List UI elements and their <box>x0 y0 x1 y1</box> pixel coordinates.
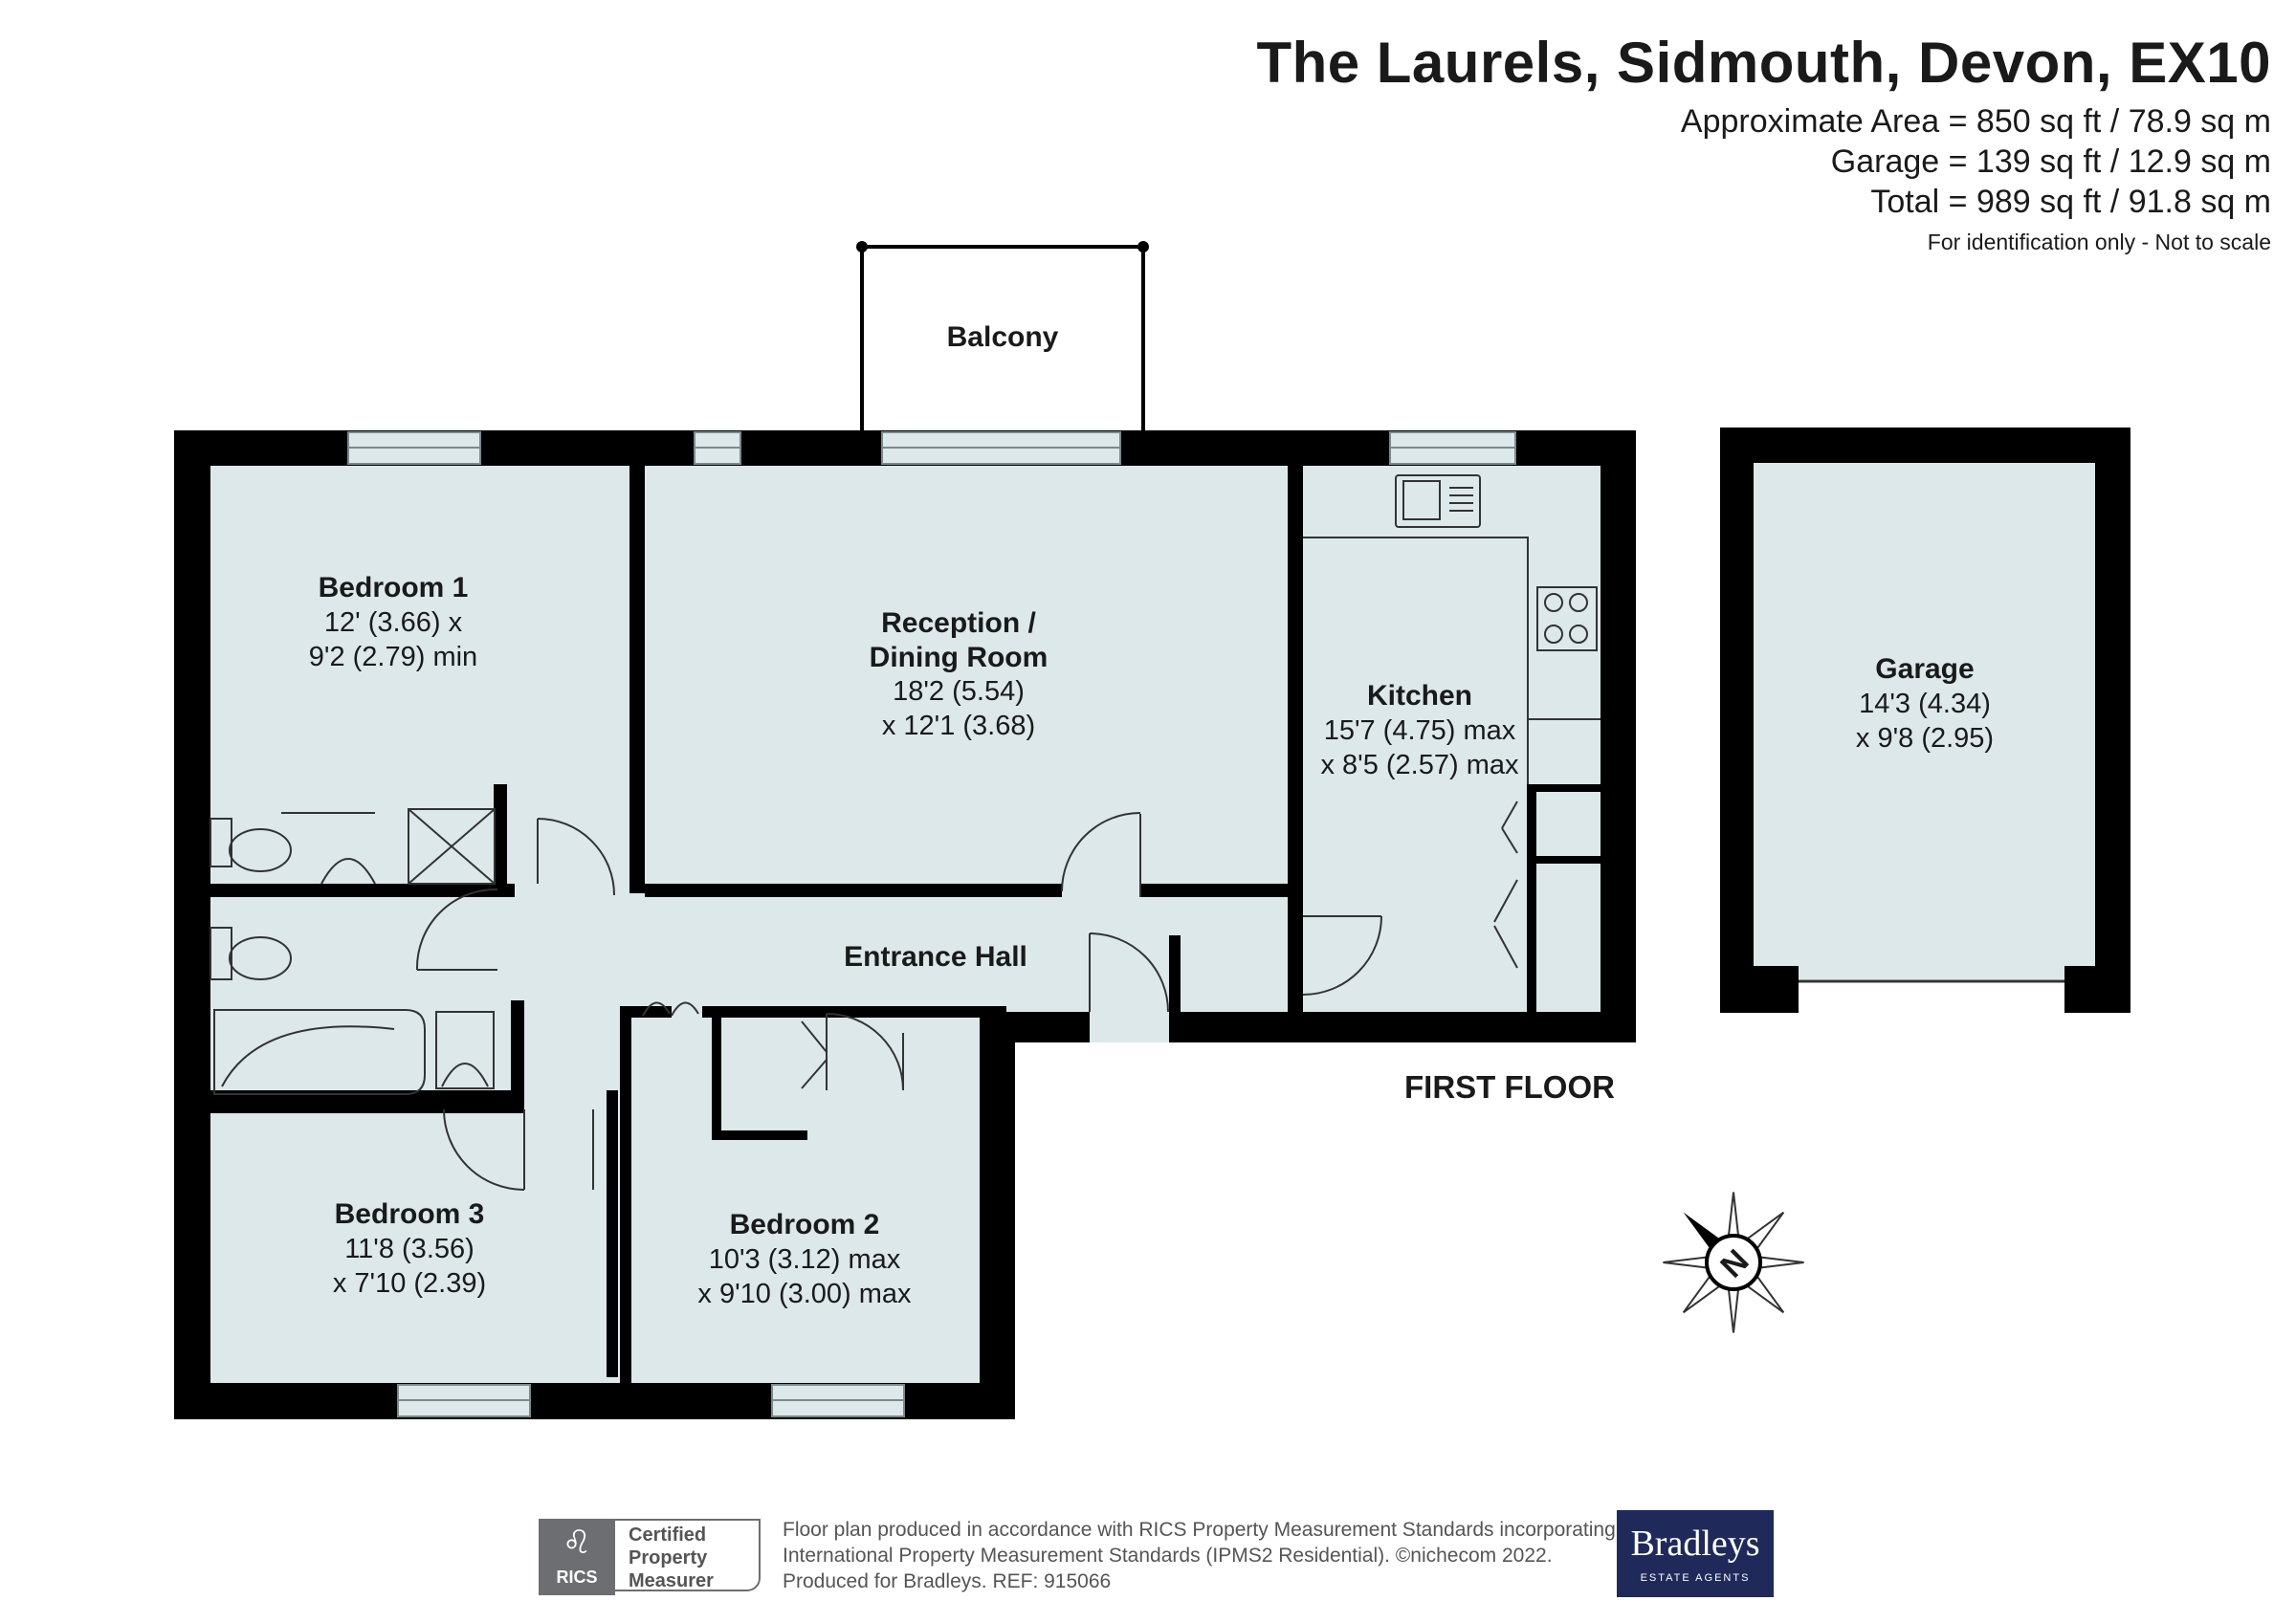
rics-badge: ♌ RICS Certified Property Measurer <box>539 1519 764 1595</box>
rics-cert-line1: Certified <box>629 1524 707 1546</box>
bedroom2-cupboard <box>712 1016 807 1140</box>
bedroom1-dim2: 9'2 (2.79) min <box>309 642 477 672</box>
bedroom3-dim2: x 7'10 (2.39) <box>333 1268 486 1299</box>
property-title: The Laurels, Sidmouth, Devon, EX10 <box>1256 31 2271 95</box>
kitchen-units <box>1303 474 1601 784</box>
interior-walls <box>210 466 1601 1389</box>
entrance-hall-label: Entrance Hall <box>844 941 1027 973</box>
scale-note: For identification only - Not to scale <box>1927 230 2271 254</box>
bedroom1-dim1: 12' (3.66) x <box>324 607 463 638</box>
compass-icon <box>1663 1192 1804 1333</box>
bathroom-fixtures <box>210 808 496 1095</box>
bedroom2-name: Bedroom 2 <box>730 1209 880 1240</box>
kitchen-dim2: x 8'5 (2.57) max <box>1320 750 1519 780</box>
bedroom2-dim1: 10'3 (3.12) max <box>709 1244 901 1275</box>
bradleys-logo: Bradleys ESTATE AGENTS <box>1617 1510 1774 1597</box>
garage-walls <box>1720 428 2130 1013</box>
reception-name1: Reception / <box>881 607 1036 639</box>
brand-subtitle: ESTATE AGENTS <box>1640 1572 1751 1584</box>
bedroom3-dim1: 11'8 (3.56) <box>344 1234 475 1264</box>
window-glazing-lines <box>348 447 1515 1401</box>
rics-logo: ♌ RICS <box>539 1519 615 1595</box>
floor-label: FIRST FLOOR <box>1404 1069 1615 1105</box>
footer-line2: International Property Measurement Stand… <box>783 1545 1553 1567</box>
total-area: Total = 989 sq ft / 91.8 sq m <box>1870 184 2271 220</box>
bedroom3-name: Bedroom 3 <box>335 1198 485 1230</box>
entrance-threshold <box>1090 1012 1169 1042</box>
rics-logo-text: RICS <box>556 1568 598 1587</box>
reception-name2: Dining Room <box>870 642 1049 673</box>
doors <box>415 801 1518 1191</box>
rics-lion-icon: ♌ <box>562 1524 592 1561</box>
footer-line1: Floor plan produced in accordance with R… <box>783 1519 1616 1541</box>
room-fills <box>210 463 2095 1383</box>
reception-dim2: x 12'1 (3.68) <box>882 711 1035 741</box>
garage-dim2: x 9'8 (2.95) <box>1856 723 1994 754</box>
balcony-label: Balcony <box>947 321 1059 353</box>
bedroom2-dim2: x 9'10 (3.00) max <box>697 1279 912 1309</box>
garage-name: Garage <box>1875 653 1974 685</box>
header: The Laurels, Sidmouth, Devon, EX10 Appro… <box>1256 25 2271 258</box>
kitchen-dim1: 15'7 (4.75) max <box>1324 715 1516 746</box>
garage-floor <box>1754 463 2095 979</box>
footer-line3: Produced for Bradleys. REF: 915066 <box>783 1570 1112 1592</box>
bedroom1-name: Bedroom 1 <box>319 572 469 603</box>
garage-area: Garage = 139 sq ft / 12.9 sq m <box>1830 143 2271 180</box>
footer-disclaimer: Floor plan produced in accordance with R… <box>783 1517 1616 1594</box>
brand-name: Bradleys <box>1630 1524 1760 1564</box>
rics-certification: Certified Property Measurer <box>615 1519 761 1591</box>
rics-cert-line3: Measurer <box>629 1570 714 1591</box>
reception-dim1: 18'2 (5.54) <box>893 676 1025 707</box>
rics-cert-line2: Property <box>629 1547 708 1568</box>
approximate-area: Approximate Area = 850 sq ft / 78.9 sq m <box>1680 103 2271 140</box>
garage-dim1: 14'3 (4.34) <box>1859 689 1991 719</box>
kitchen-name: Kitchen <box>1367 680 1472 712</box>
